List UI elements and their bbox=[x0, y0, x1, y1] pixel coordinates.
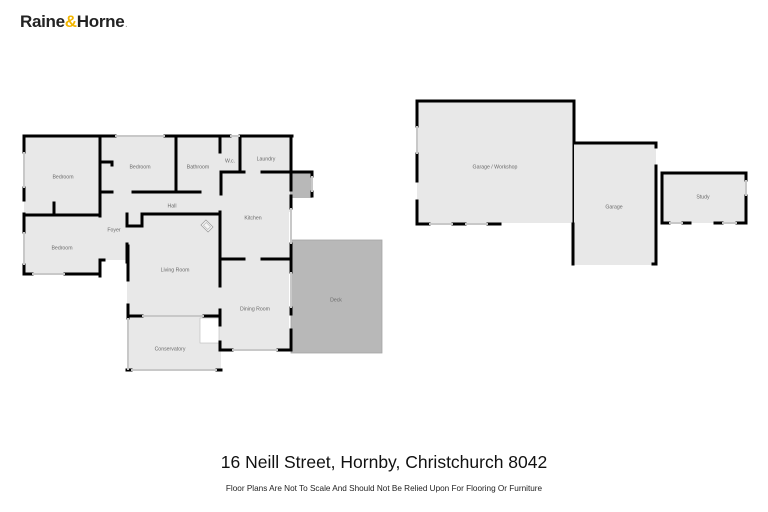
room-label-deck: Deck bbox=[330, 297, 342, 303]
room-label-living-room: Living Room bbox=[161, 267, 190, 273]
brand-logo: Raine&Horne. bbox=[20, 12, 127, 32]
house-floor bbox=[24, 136, 292, 370]
room-label-bedroom-3: Bedroom bbox=[51, 245, 72, 251]
brand-dot: . bbox=[125, 22, 128, 29]
brand-ampersand: & bbox=[64, 12, 77, 31]
room-label-conservatory: Conservatory bbox=[155, 346, 186, 352]
room-label-hall: Hall bbox=[168, 203, 177, 209]
room-label-study: Study bbox=[696, 194, 710, 200]
room-label-garage-workshop: Garage / Workshop bbox=[473, 164, 518, 170]
room-label-foyer: Foyer bbox=[107, 227, 121, 233]
floorplan-disclaimer: Floor Plans Are Not To Scale And Should … bbox=[225, 484, 543, 493]
room-label-dining-room: Dining Room bbox=[240, 306, 270, 312]
house-walls bbox=[22, 134, 314, 372]
fireplace-icon bbox=[200, 219, 214, 233]
brand-name-horne: Horne bbox=[76, 12, 125, 31]
garage: Garage bbox=[571, 141, 658, 266]
property-address: 16 Neill Street, Hornby, Christchurch 80… bbox=[220, 452, 548, 472]
garage-workshop: Garage / Workshop bbox=[415, 99, 576, 226]
room-label-laundry: Laundry bbox=[257, 156, 276, 162]
brand-name-raine: Raine bbox=[20, 12, 65, 31]
room-label-kitchen: Kitchen bbox=[244, 215, 261, 221]
room-label-wc: W.c. bbox=[225, 158, 235, 164]
room-label-garage: Garage bbox=[605, 204, 622, 210]
room-label-bedroom-2: Bedroom bbox=[129, 164, 150, 170]
house-windows bbox=[23, 135, 313, 371]
room-label-bedroom-1: Bedroom bbox=[52, 174, 73, 180]
study: Study bbox=[660, 171, 748, 225]
porch-area bbox=[290, 172, 312, 198]
deck-area bbox=[290, 239, 383, 354]
room-label-bathroom: Bathroom bbox=[187, 164, 210, 170]
